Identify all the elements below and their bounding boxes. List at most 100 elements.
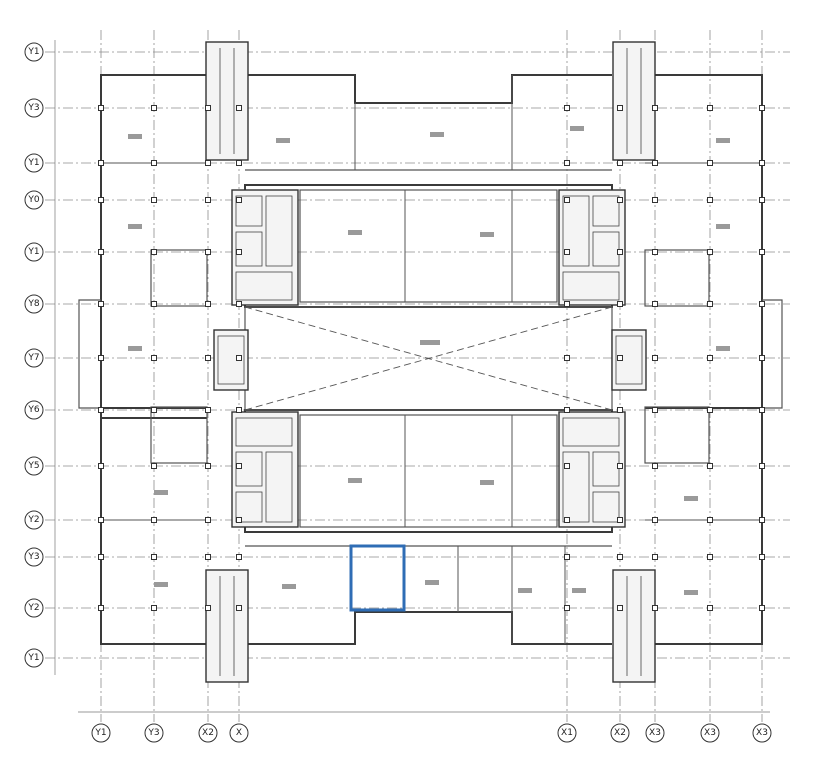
column-axis-bubble: X1 xyxy=(557,723,577,743)
structural-column xyxy=(617,355,623,361)
row-axis-bubble: Y0 xyxy=(24,190,44,210)
structural-column xyxy=(759,301,765,307)
row-bubble-circle xyxy=(24,547,44,567)
row-axis-bubble: Y2 xyxy=(24,598,44,618)
row-bubble-label: Y8 xyxy=(27,299,39,309)
row-axis-bubble: Y1 xyxy=(24,153,44,173)
upper-central-ring xyxy=(244,184,613,308)
structural-column xyxy=(652,517,658,523)
structural-column xyxy=(652,301,658,307)
row-bubble-label: Y2 xyxy=(27,515,39,525)
row-bubble-circle xyxy=(24,153,44,173)
row-bubble-circle xyxy=(24,348,44,368)
structural-column xyxy=(617,105,623,111)
row-bubble-label: Y2 xyxy=(27,603,39,613)
row-bubble-label: Y5 xyxy=(27,461,39,471)
structural-column xyxy=(759,605,765,611)
structural-column xyxy=(236,249,242,255)
structural-column xyxy=(652,605,658,611)
lower-left-core xyxy=(231,411,299,528)
col-bubble-label: X3 xyxy=(649,728,661,738)
col-bubble-circle xyxy=(752,723,772,743)
col-bubble-circle xyxy=(610,723,630,743)
structural-column xyxy=(564,197,570,203)
structural-column xyxy=(151,517,157,523)
structural-column xyxy=(151,105,157,111)
side-wings xyxy=(150,249,710,464)
structural-column xyxy=(205,197,211,203)
structural-column xyxy=(151,160,157,166)
structural-column xyxy=(151,197,157,203)
structural-column xyxy=(151,554,157,560)
structural-column xyxy=(236,605,242,611)
row-bubble-label: Y1 xyxy=(27,158,39,168)
row-bubble-circle xyxy=(24,294,44,314)
structural-column xyxy=(707,407,713,413)
structural-column xyxy=(652,249,658,255)
stair-tower-bottom-right xyxy=(612,569,656,683)
row-axis-bubble: Y1 xyxy=(24,42,44,62)
structural-column xyxy=(707,249,713,255)
col-bubble-circle xyxy=(91,723,111,743)
structural-column xyxy=(205,407,211,413)
structural-column xyxy=(564,105,570,111)
structural-column xyxy=(205,517,211,523)
structural-column xyxy=(98,105,104,111)
structural-column xyxy=(205,554,211,560)
column-axis-bubble: X3 xyxy=(645,723,665,743)
col-bubble-circle xyxy=(700,723,720,743)
structural-column xyxy=(236,355,242,361)
structural-column xyxy=(707,355,713,361)
structural-column xyxy=(98,605,104,611)
structural-column xyxy=(98,197,104,203)
column-axis-bubble: Y1 xyxy=(91,723,111,743)
row-bubble-circle xyxy=(24,190,44,210)
selected-bay-highlight[interactable] xyxy=(349,544,406,612)
stair-tower-bottom-left xyxy=(205,569,249,683)
row-axis-bubble: Y6 xyxy=(24,400,44,420)
structural-column xyxy=(617,463,623,469)
structural-column xyxy=(759,517,765,523)
structural-column xyxy=(98,463,104,469)
lower-central-ring xyxy=(244,409,613,533)
row-axis-bubble: Y3 xyxy=(24,547,44,567)
lower-right-core xyxy=(558,411,626,528)
col-bubble-label: X3 xyxy=(756,728,768,738)
col-bubble-circle xyxy=(144,723,164,743)
structural-column xyxy=(707,301,713,307)
structural-column xyxy=(151,355,157,361)
structural-columns xyxy=(98,105,765,611)
row-bubble-circle xyxy=(24,456,44,476)
structural-column xyxy=(205,355,211,361)
structural-column xyxy=(707,554,713,560)
col-bubble-label: X xyxy=(236,728,242,738)
row-axis-bubble: Y2 xyxy=(24,510,44,530)
upper-right-core xyxy=(558,189,626,306)
structural-column xyxy=(707,197,713,203)
col-bubble-label: X3 xyxy=(704,728,716,738)
structural-column xyxy=(652,160,658,166)
structural-column xyxy=(236,105,242,111)
structural-column xyxy=(759,554,765,560)
col-bubble-circle xyxy=(645,723,665,743)
column-axis-bubble: X2 xyxy=(610,723,630,743)
structural-column xyxy=(205,105,211,111)
structural-column xyxy=(205,605,211,611)
left-escape-stair xyxy=(213,329,249,391)
column-axis-bubble: X3 xyxy=(700,723,720,743)
structural-column xyxy=(564,605,570,611)
structural-column xyxy=(564,407,570,413)
col-bubble-label: X1 xyxy=(561,728,573,738)
bottom-centre-offices xyxy=(245,545,612,645)
structural-column xyxy=(759,355,765,361)
row-axis-bubble: Y8 xyxy=(24,294,44,314)
structural-column xyxy=(236,554,242,560)
row-axis-bubble: Y1 xyxy=(24,648,44,668)
stair-tower-top-right xyxy=(612,41,656,161)
row-bubble-circle xyxy=(24,98,44,118)
structural-column xyxy=(652,463,658,469)
structural-column xyxy=(759,160,765,166)
